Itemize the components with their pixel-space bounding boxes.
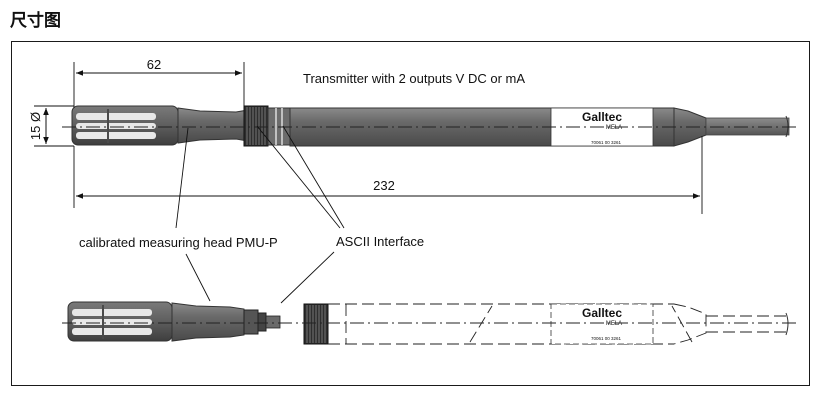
sub-brand-text: MELA	[606, 125, 622, 131]
dimension-232: 232	[73, 136, 703, 214]
sub-brand-text-bottom: MELA	[606, 321, 622, 327]
brand-text: Galltec	[582, 110, 622, 124]
leader-lines	[175, 125, 345, 304]
ascii-interface-label: ASCII Interface	[336, 234, 424, 249]
transmitter-label: Transmitter with 2 outputs V DC or mA	[303, 71, 525, 86]
measuring-head-label: calibrated measuring head PMU-P	[79, 235, 278, 250]
page-title: 尺寸图	[10, 11, 61, 31]
serial-text: 70061 00 3261	[591, 140, 622, 145]
phantom-body	[328, 303, 790, 345]
knurled-nut	[243, 105, 269, 147]
grip-neck	[177, 107, 249, 144]
collar	[267, 107, 291, 146]
dimension-62: 62	[73, 57, 245, 108]
serial-text-bottom: 70061 00 3261	[591, 336, 622, 341]
knurled-nut-bottom	[303, 303, 329, 345]
removed-sensor-head	[67, 301, 281, 342]
dimension-232-label: 232	[373, 178, 395, 193]
assembled-transmitter: Galltec MELA 70061 00 3261	[62, 105, 800, 147]
cable	[705, 117, 790, 136]
disassembled-transmitter: Galltec MELA 70061 00 3261	[62, 301, 800, 345]
sensor-head-cap	[71, 105, 179, 146]
dimension-diameter: 15 Ø	[28, 105, 74, 147]
drawing-frame	[11, 41, 810, 386]
dimension-62-label: 62	[147, 57, 161, 72]
dimension-diameter-label: 15 Ø	[28, 112, 43, 140]
brand-text-bottom: Galltec	[582, 306, 622, 320]
product-label-bottom: Galltec MELA 70061 00 3261	[550, 303, 654, 345]
